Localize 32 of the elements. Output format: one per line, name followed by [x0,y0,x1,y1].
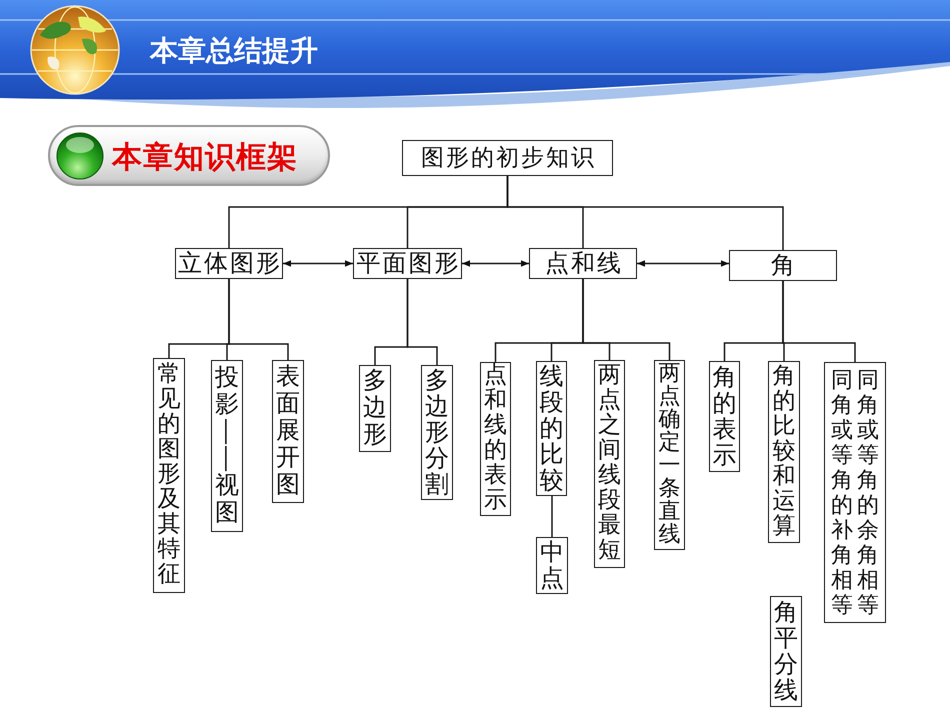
connector-line [506,176,784,250]
connector-line [782,281,856,362]
concept-box: 角的比较和运算 [768,361,800,543]
concept-box: 多边形 [359,365,391,452]
concept-box: 两点之间线段最短 [594,360,625,568]
concept-box: 线段的比较 [536,361,567,496]
concept-box: 图形的初步知识 [402,140,613,176]
concept-box: 中点 [536,537,568,594]
theorem-text: 同角或等角的余角相等 [857,368,879,618]
concept-box: 角的表示 [709,361,740,472]
concept-box: 两点确定一条直线 [654,360,685,550]
concept-box: 平面图形 [353,248,462,279]
connector-line [228,279,289,360]
section-heading: 本章知识框架 [112,139,298,177]
page-title: 本章总结提升 [150,33,318,69]
concept-box: 点和线 [529,248,637,279]
connector-line [582,279,670,360]
concept-box: 立体图形 [175,248,283,279]
theorem-text: 同角或等角的补角相等 [831,368,853,618]
concept-box: 多边形分割 [421,365,453,500]
concept-box: 角 [729,250,837,281]
concept-box: 常见的图形及其特征 [153,358,185,593]
concept-box: 角平分线 [770,596,802,707]
double-arrow [283,260,353,267]
connector-line [406,279,438,365]
double-arrow [637,260,729,267]
concept-box: 点和线的表示 [480,362,511,516]
double-arrow [462,260,529,267]
connector-line [551,496,553,537]
concept-box: 表面展开图 [272,360,304,503]
concept-box [824,362,886,623]
concept-box: 投影——视图 [211,360,243,532]
